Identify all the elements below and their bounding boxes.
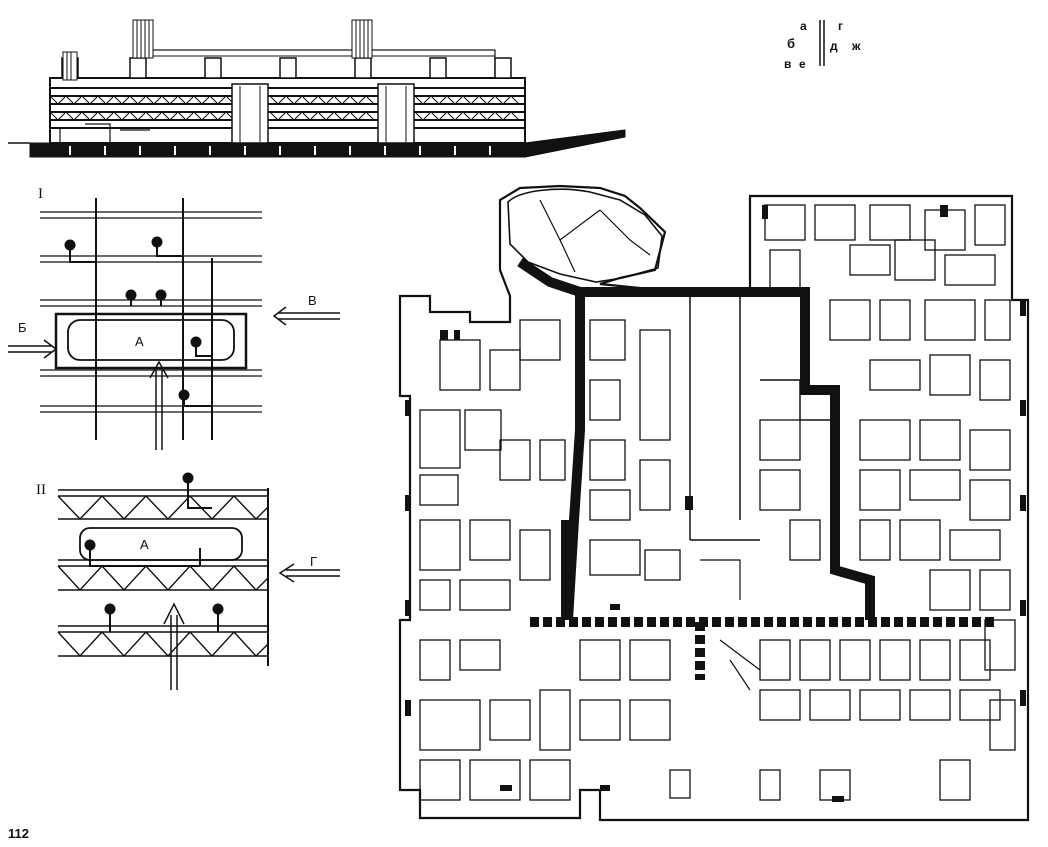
truss-band-2 xyxy=(49,111,520,121)
diagram-I-numeral: I xyxy=(38,186,43,202)
diagram-I: I А xyxy=(8,186,340,450)
secondary-corridor xyxy=(563,292,585,621)
diagram-I-rails xyxy=(40,211,262,413)
arrow-from-left xyxy=(8,339,58,359)
core-right xyxy=(377,83,415,144)
roof-pavilions xyxy=(61,57,512,79)
plan-rooms-left xyxy=(419,319,681,801)
diagram-I-verticals xyxy=(95,198,213,440)
legend-zh: ж xyxy=(851,39,861,53)
floor-plan xyxy=(398,184,1030,822)
arrow-from-right xyxy=(272,306,340,326)
diagram-I-arrows xyxy=(8,306,340,450)
diagram-I-outer-frame xyxy=(54,312,248,370)
diagram-I-label-v: В xyxy=(308,293,317,308)
node-dot xyxy=(125,289,137,301)
diagram-II-truss-3 xyxy=(57,625,269,658)
diagram-I-nodes xyxy=(64,236,212,407)
node-dot xyxy=(155,289,167,301)
diagram-I-block-label: А xyxy=(135,334,144,349)
arrow-from-bottom xyxy=(149,360,169,450)
support-columns xyxy=(69,146,491,155)
node-dot xyxy=(190,336,202,348)
courtyard-walls xyxy=(689,296,830,541)
truss-band-1 xyxy=(49,95,520,105)
legend-g: г xyxy=(838,19,843,33)
diagram-II-block-label: А xyxy=(140,537,149,552)
diagram-I-label-b: Б xyxy=(18,320,27,335)
legend-b: б xyxy=(787,36,795,51)
page-number: 112 xyxy=(8,826,29,841)
ramp xyxy=(524,129,626,158)
node-dot xyxy=(212,603,224,615)
pavilion xyxy=(507,188,663,283)
diagram-II-arrows xyxy=(163,563,340,690)
diagram-II-label-g: Г xyxy=(310,554,317,569)
node-dot xyxy=(178,389,190,401)
plan-outline xyxy=(398,184,1030,822)
service-cores xyxy=(405,205,1026,802)
node-dot xyxy=(64,239,76,251)
legend: а б в е г д ж xyxy=(784,19,861,71)
core-left xyxy=(231,83,269,144)
diagram-II-truss-1 xyxy=(57,489,269,521)
main-corridor xyxy=(517,257,875,620)
floor-bands xyxy=(50,87,525,129)
plan-rooms-right xyxy=(669,204,1016,801)
diagram-II-numeral: II xyxy=(36,482,46,498)
tall-towers xyxy=(62,19,373,81)
node-dot xyxy=(151,236,163,248)
building-elevation xyxy=(8,19,626,158)
node-dot xyxy=(104,603,116,615)
legend-d: д xyxy=(830,39,838,53)
diagram-I-block-a xyxy=(67,319,235,361)
arrow-from-bottom xyxy=(163,602,185,690)
legend-v: в xyxy=(784,57,791,71)
diagram-II-nodes xyxy=(84,472,224,632)
legend-a: а xyxy=(800,19,807,33)
diagram-II: II А Г xyxy=(36,472,340,690)
legend-e: е xyxy=(799,57,806,71)
node-dot xyxy=(182,472,194,484)
arrow-from-right xyxy=(278,563,340,583)
node-dot xyxy=(84,539,96,551)
diagram-II-block-a xyxy=(79,527,243,561)
